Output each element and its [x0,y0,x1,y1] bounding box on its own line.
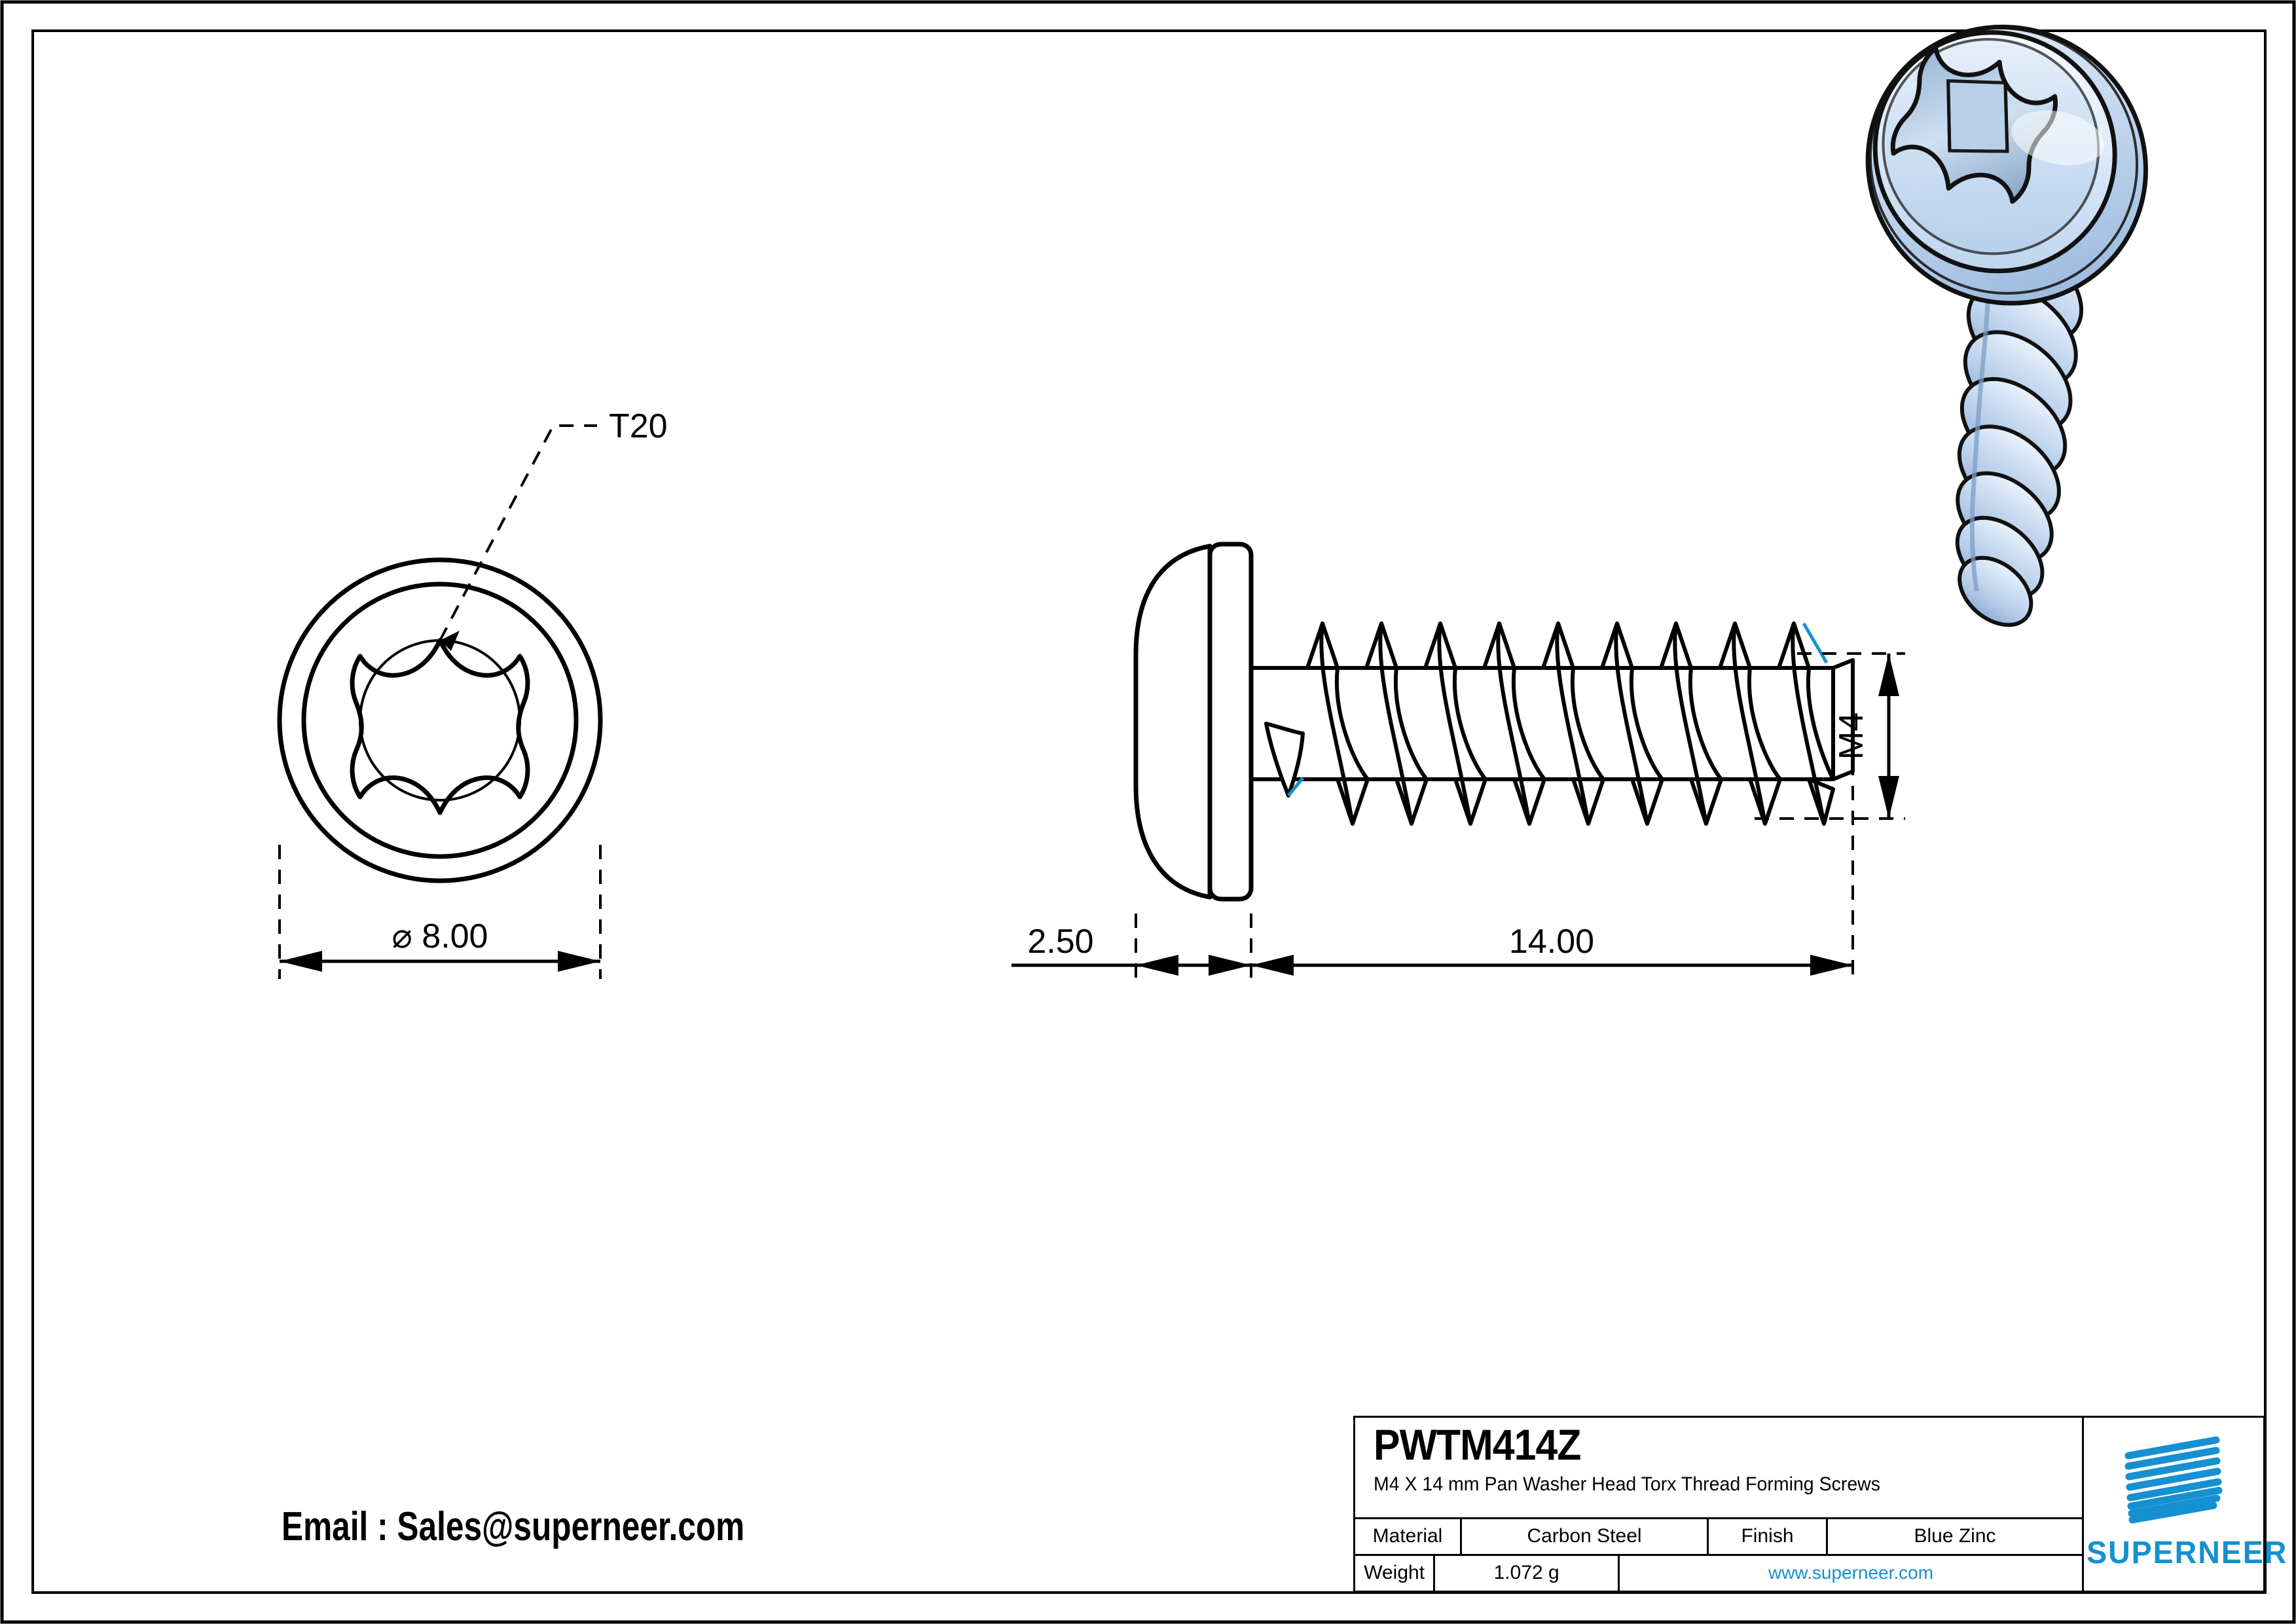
title-block-info-column: PWTM414Z M4 X 14 mm Pan Washer Head Torx… [1355,1418,2084,1591]
washer-flange-circle [277,557,603,883]
thread-lead-in-edge [1287,777,1304,797]
material-finish-row: Material Carbon Steel Finish Blue Zinc [1355,1519,2082,1556]
t20-label: T20 [609,407,668,445]
washer-flange-profile [1207,542,1254,902]
weight-label: Weight [1355,1555,1436,1591]
superneer-logo-icon [2124,1436,2223,1524]
finish-label: Finish [1709,1519,1828,1554]
torx-socket-3d [1890,46,2058,204]
dim-arrow-250-left [1136,955,1178,976]
material-label: Material [1355,1519,1462,1554]
drawing-frame [31,29,2267,1594]
end-thread-edge [1802,622,1829,664]
pan-head-profile [1133,544,1212,900]
diameter-dimension-text: ⌀ 8.00 [392,917,488,955]
head-specular-highlight [2011,110,2105,166]
dim-arrow-250-right [1209,955,1251,976]
dim-250-text: 2.50 [1027,923,1093,961]
part-description: M4 X 14 mm Pan Washer Head Torx Thread F… [1374,1473,1881,1496]
thread-lead-in [1264,722,1305,798]
torx-lobe-profile [350,638,530,815]
part-number: PWTM414Z [1374,1420,1581,1469]
material-value: Carbon Steel [1462,1519,1709,1554]
dim-arrow-m4-bottom [1878,776,1899,819]
title-block: PWTM414Z M4 X 14 mm Pan Washer Head Torx… [1353,1416,2288,1593]
website-cell[interactable]: www.superneer.com [1620,1556,2082,1591]
t20-leader-arrowhead [440,631,460,651]
pan-head-circle [301,581,579,859]
website-link[interactable]: www.superneer.com [1768,1562,1934,1583]
dim-arrow-m4-top [1878,654,1899,696]
front-view: T20 ⌀ 8.00 [277,407,668,979]
title-block-header: PWTM414Z M4 X 14 mm Pan Washer Head Torx… [1355,1418,2082,1519]
dim-arrow-left [280,951,322,972]
t20-leader-line [439,424,597,641]
weight-value: 1.072 g [1435,1555,1620,1591]
dim-arrow-right [558,951,600,972]
dim-1400-text: 14.00 [1509,923,1594,961]
email-text: Email : Sales@superneer.com [282,1504,745,1549]
side-view: 2.50 14.00 M4 [1011,542,1905,982]
finish-value: Blue Zinc [1914,1525,1996,1547]
brand-logo: SUPERNEER [2084,1418,2288,1591]
screw-3d-render [1865,24,2148,627]
logo-wordmark: SUPERNEER [2086,1536,2288,1570]
thread-turns [1305,621,1835,826]
weight-website-row: Weight 1.072 g www.superneer.com [1355,1555,2082,1591]
dim-m4-text: M4 [1832,712,1870,760]
socket-outer-circle [359,639,521,802]
dim-arrow-1400-right [1810,955,1853,976]
dim-arrow-1400-left [1251,955,1294,976]
